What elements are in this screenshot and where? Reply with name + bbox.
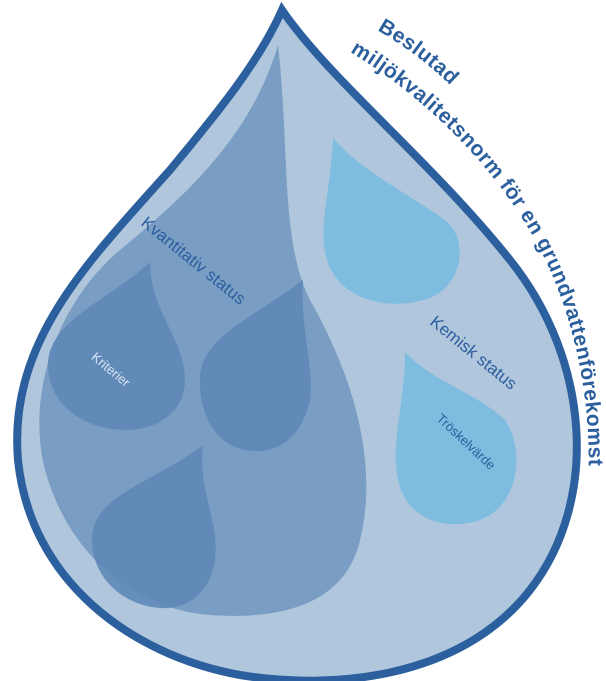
chemical-drop-1 <box>323 138 460 304</box>
quantitative-region <box>39 45 367 616</box>
quant-drop-3 <box>92 445 216 609</box>
threshold-drop <box>395 352 517 525</box>
quant-drop-2 <box>199 280 312 452</box>
criteria-drop <box>48 262 185 430</box>
